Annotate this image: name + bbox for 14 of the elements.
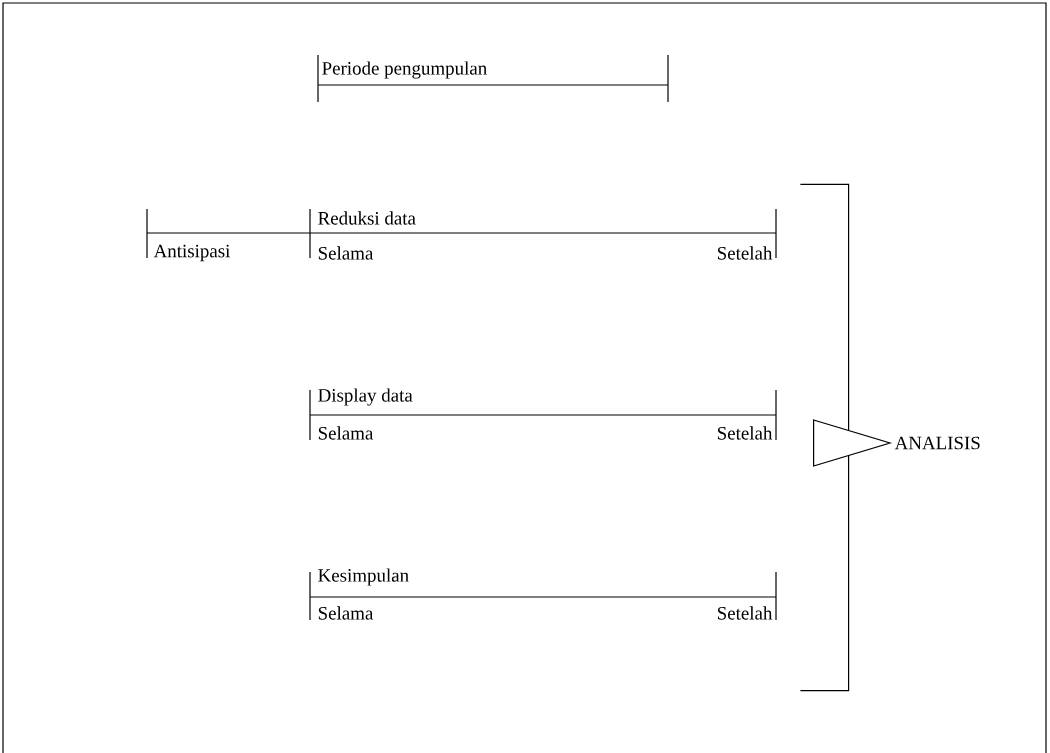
text-label: Setelah: [717, 246, 773, 260]
text-label: Selama: [318, 426, 374, 440]
text-label: Antisipasi: [153, 244, 230, 262]
text-label: Reduksi data: [318, 211, 416, 225]
text-label: Periode pengumpulan: [322, 61, 487, 79]
text-label: Selama: [318, 246, 374, 260]
node-label: ANALISIS: [894, 436, 980, 450]
text-label: Kesimpulan: [318, 568, 409, 586]
text-label: Selama: [318, 606, 374, 620]
text-label: Setelah: [717, 606, 773, 620]
text-label: Display data: [318, 388, 413, 406]
text-label: Setelah: [717, 426, 773, 440]
bracket: [799, 183, 850, 692]
arrow: [813, 419, 893, 467]
